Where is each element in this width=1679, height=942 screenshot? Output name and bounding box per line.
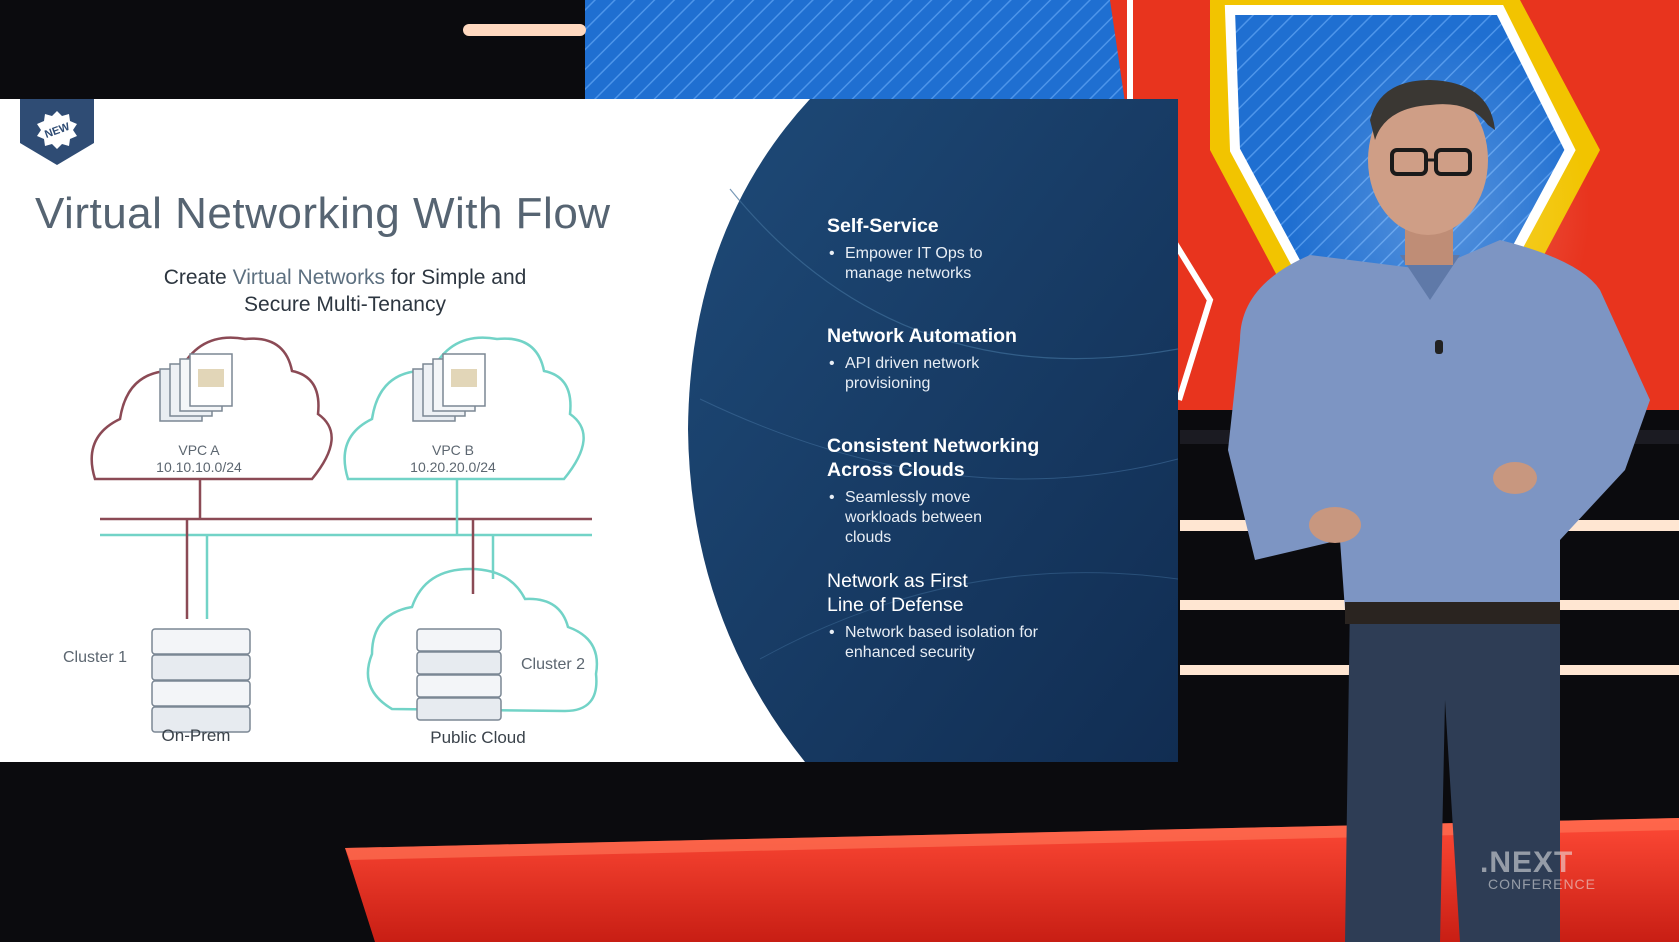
vpc-a-vm-icon (159, 353, 233, 422)
slide-title: Virtual Networking With Flow (35, 189, 611, 238)
feature-item: Consistent Networking Across Clouds Seam… (827, 434, 1127, 548)
presentation-slide: NEW Virtual Networking With Flow Create … (0, 99, 1178, 762)
new-badge-icon: NEW (20, 99, 94, 165)
vpc-b-vm-icon (412, 353, 486, 422)
feature-item: Network as First Line of Defense Network… (827, 569, 1127, 663)
presenter (1228, 30, 1650, 942)
vpc-b-cidr: 10.20.20.0/24 (410, 459, 496, 475)
conference-watermark: .NEXT CONFERENCE (1480, 846, 1597, 893)
feature-item: Network Automation API driven network pr… (827, 324, 1127, 394)
network-diagram: VPC A 10.10.10.0/24 VPC B 10.20.20.0/24 … (63, 336, 599, 747)
subtitle-end: for Simple and Secure Multi-Tenancy (244, 266, 527, 316)
cluster2-label: Cluster 2 (521, 656, 585, 673)
cluster2-server-icon (416, 628, 502, 721)
onprem-label: On-Prem (162, 726, 231, 745)
feature-title: Network Automation (827, 325, 1017, 347)
feature-bullet: Empower IT Ops to manage networks (827, 244, 1030, 284)
feature-bullet: Seamlessly move workloads between clouds (827, 488, 1030, 548)
feature-title: Consistent Networking Across Clouds (827, 435, 1040, 481)
subtitle-start: Create (163, 266, 233, 289)
cluster1-server-icon (151, 628, 251, 733)
feature-bullet: API driven network provisioning (827, 354, 1030, 394)
slide-subtitle: Create Virtual Networks for Simple and S… (140, 264, 550, 318)
subtitle-highlight: Virtual Networks (232, 266, 386, 289)
feature-bullet: Network based isolation for enhanced sec… (827, 623, 1060, 663)
feature-item: Self-Service Empower IT Ops to manage ne… (827, 214, 1127, 284)
watermark-next: .NEXT (1480, 846, 1574, 879)
vpc-a-cidr: 10.10.10.0/24 (156, 459, 242, 475)
cluster1-label: Cluster 1 (63, 649, 127, 666)
feature-title: Self-Service (827, 215, 939, 237)
feature-title: Network as First Line of Defense (827, 570, 968, 616)
vpc-b-name: VPC B (432, 442, 474, 458)
public-cloud-label: Public Cloud (430, 728, 525, 747)
watermark-conference: CONFERENCE (1488, 876, 1597, 892)
vpc-a-name: VPC A (178, 442, 220, 458)
